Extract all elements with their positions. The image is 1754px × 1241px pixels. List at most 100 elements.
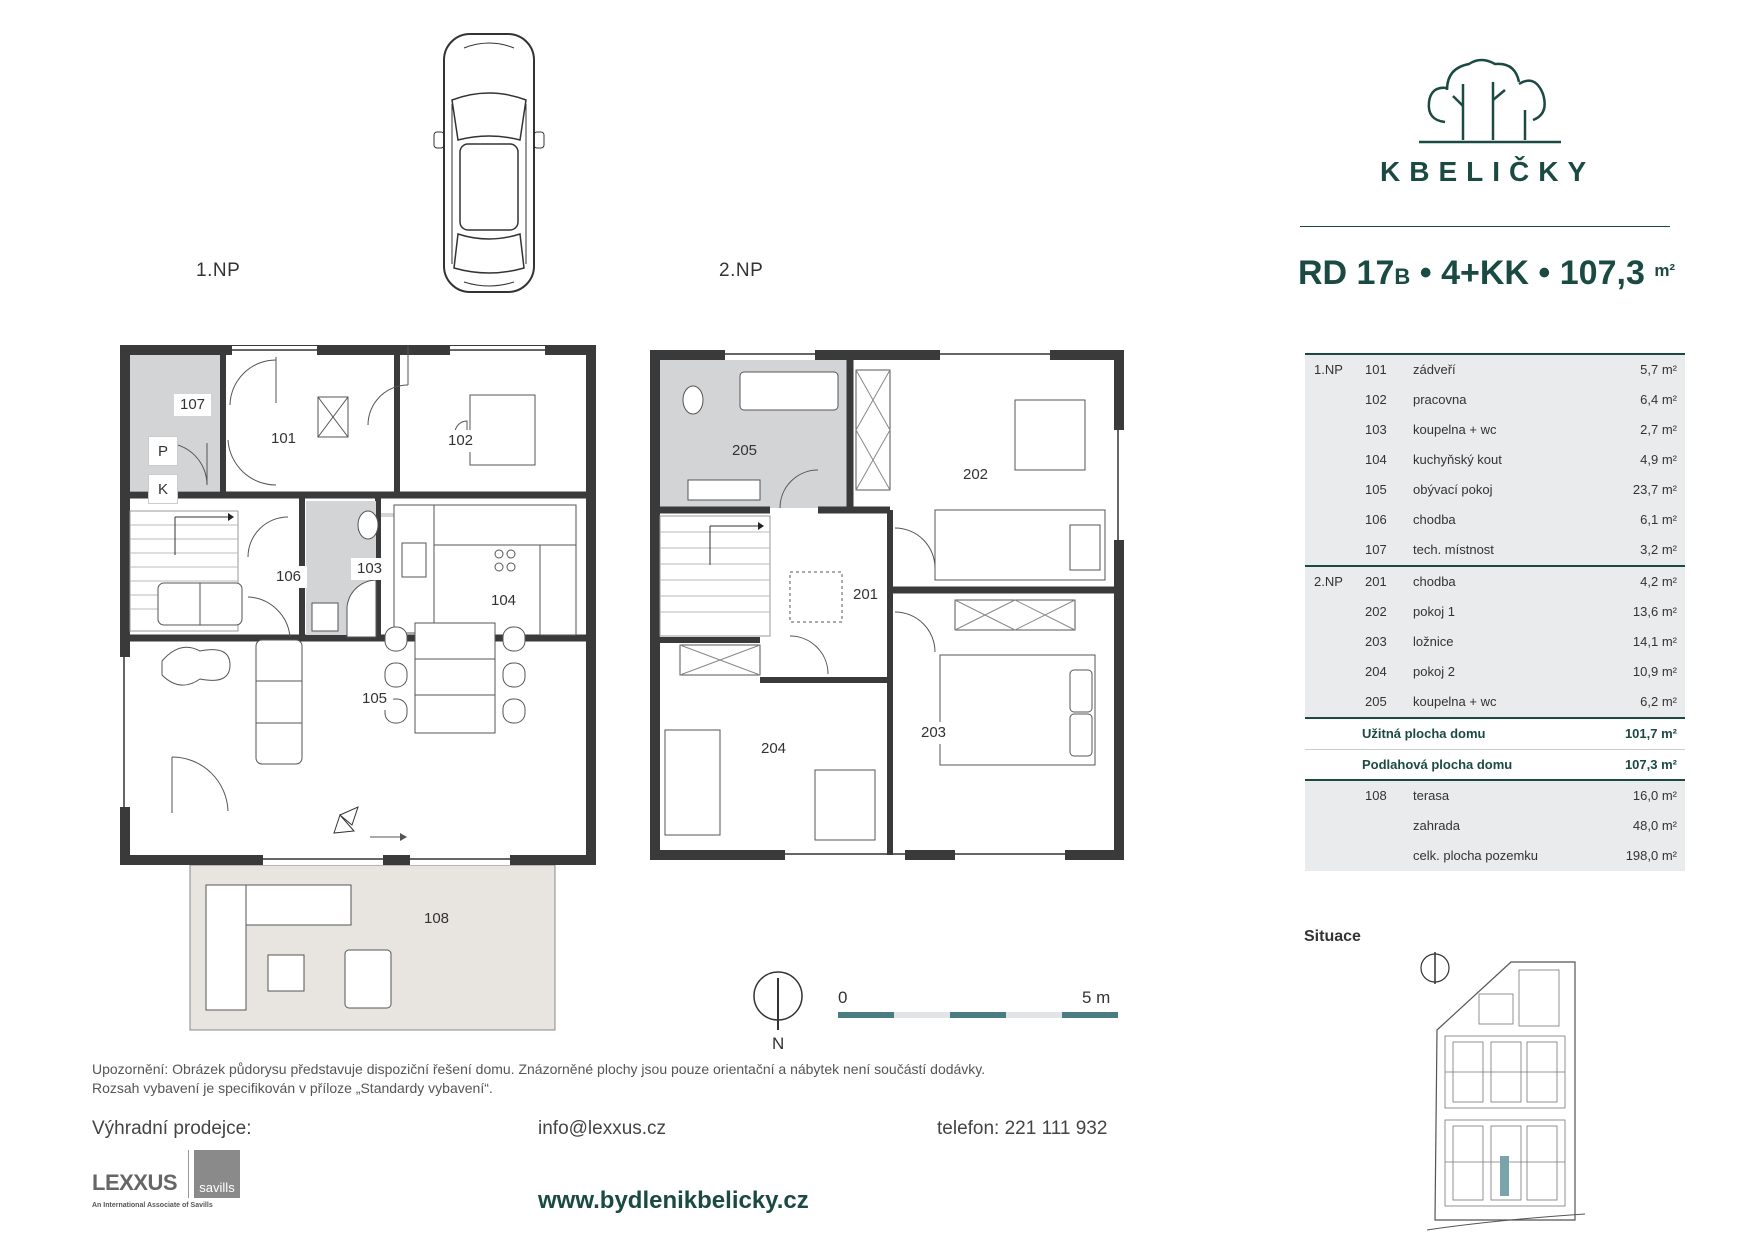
row-no: 105 [1365,482,1387,497]
sum-floor-label: Podlahová plocha domu [1362,757,1513,772]
unit-unit: m² [1654,261,1676,280]
row-area: 6,1 m² [1640,512,1677,527]
lexxus-logo: LEXXUS savills An International Associat… [92,1150,252,1212]
row-name: pokoj 1 [1413,604,1455,619]
floor-label-1np: 1.NP [196,260,241,281]
room-203-label: 203 [915,722,953,744]
table-row: 102 pracovna 6,4 m² [1305,385,1685,415]
row-area: 5,7 m² [1640,362,1677,377]
unit-layout: 4+KK [1441,254,1529,292]
room-104-label: 104 [485,590,523,612]
table-floor: 2.NP [1314,574,1343,589]
row-area: 10,9 m² [1632,664,1677,679]
row-name: chodba [1413,512,1456,527]
car-icon [433,33,545,293]
unit-area: 107,3 [1559,254,1645,292]
header-rule [1300,226,1670,227]
disclaimer-line-2: Rozsah vybavení je specifikován v příloz… [92,1080,493,1096]
seller-label: Výhradní prodejce: [92,1118,252,1139]
room-205-label: 205 [726,440,764,462]
table-row: 108 terasa 16,0 m² [1305,781,1685,811]
scale-bar [838,1012,1118,1018]
floor-label-2np: 2.NP [719,260,764,281]
row-no: 202 [1365,604,1387,619]
room-102-label: 102 [442,430,480,452]
label-k: K [148,474,178,504]
row-name: koupelna + wc [1413,422,1497,437]
table-row: celk. plocha pozemku 198,0 m² [1305,841,1685,871]
table-row: 104 kuchyňský kout 4,9 m² [1305,445,1685,475]
row-name: pracovna [1413,392,1467,407]
row-area: 6,4 m² [1640,392,1677,407]
unit-suffix: B [1394,264,1411,289]
website-link[interactable]: www.bydlenikbelicky.cz [538,1187,809,1214]
table-row: 203 ložnice 14,1 m² [1305,627,1685,657]
room-202-label: 202 [957,464,995,486]
table-row: 202 pokoj 1 13,6 m² [1305,597,1685,627]
phone-text: telefon: 221 111 932 [937,1118,1108,1139]
row-name: ložnice [1413,634,1454,649]
row-no: 108 [1365,788,1387,803]
row-no: 201 [1365,574,1387,589]
row-name: kuchyňský kout [1413,452,1502,467]
table-row: 103 koupelna + wc 2,7 m² [1305,415,1685,445]
savills-wordmark: savills [194,1150,240,1198]
row-no: 204 [1365,664,1387,679]
row-name: koupelna + wc [1413,694,1497,709]
row-area: 14,1 m² [1632,634,1677,649]
row-area: 2,7 m² [1640,422,1677,437]
row-area: 23,7 m² [1632,482,1677,497]
row-no: 107 [1365,542,1387,557]
brand-tree-logo [1419,58,1561,144]
north-arrow-icon [753,971,803,1030]
room-107-label: 107 [174,394,212,416]
row-no: 102 [1365,392,1387,407]
assoc-text: An International Associate of Savills [92,1202,213,1209]
floor-plan-2np [650,350,1124,860]
site-map [1420,952,1586,1231]
sum-floor-row: Podlahová plocha domu 107,3 m² [1305,749,1685,779]
table-row: 105 obývací pokoj 23,7 m² [1305,475,1685,505]
row-area: 6,2 m² [1640,694,1677,709]
sum-useful-area: 101,7 m² [1624,726,1677,741]
room-105-label: 105 [356,688,394,710]
scale-start-label: 0 [838,988,848,1007]
room-201-label: 201 [847,584,885,606]
row-no: 203 [1365,634,1387,649]
row-no: 104 [1365,452,1387,467]
brand-name: KBELIČKY [1380,156,1596,187]
label-p: P [148,436,178,466]
row-area: 4,9 m² [1640,452,1677,467]
situace-label: Situace [1304,928,1361,945]
row-area: 13,6 m² [1632,604,1677,619]
sum-floor-area: 107,3 m² [1624,757,1677,772]
row-name: pokoj 2 [1413,664,1455,679]
row-name: obývací pokoj [1413,482,1493,497]
room-204-label: 204 [755,738,793,760]
email-link[interactable]: info@lexxus.cz [538,1118,667,1139]
row-name: terasa [1413,788,1450,803]
unit-title: RD 17B • 4+KK • 107,3 m² [1298,254,1676,292]
floor-plan-1np [120,345,596,1031]
row-no: 101 [1365,362,1387,377]
row-area: 16,0 m² [1632,788,1677,803]
row-name: celk. plocha pozemku [1413,848,1539,863]
lexxus-wordmark: LEXXUS [92,1170,178,1195]
table-row: 205 koupelna + wc 6,2 m² [1305,687,1685,717]
table-floor: 1.NP [1314,362,1343,377]
row-no: 103 [1365,422,1387,437]
row-area: 198,0 m² [1625,848,1677,863]
row-area: 3,2 m² [1640,542,1677,557]
row-name: chodba [1413,574,1456,589]
room-108-label: 108 [424,910,450,927]
row-no: 205 [1365,694,1387,709]
